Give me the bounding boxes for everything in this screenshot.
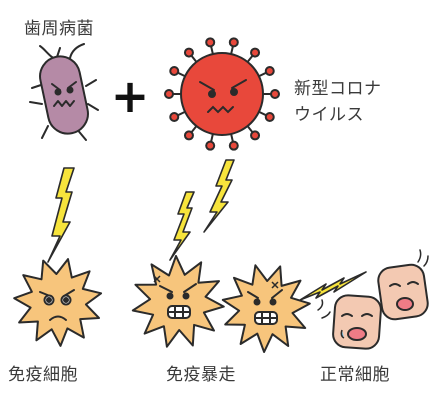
- normal-cell-icon: [377, 250, 430, 321]
- bacteria-icon: [30, 44, 98, 140]
- virus-spike-tip: [206, 38, 214, 46]
- virus-spike-tip: [206, 142, 214, 150]
- virus-spike-tip: [266, 113, 274, 121]
- virus-spike-tip: [170, 67, 178, 75]
- immune-cell-icon: [133, 256, 224, 347]
- immune-cell-icon: [14, 259, 101, 346]
- normal-cell-icon: [318, 294, 382, 349]
- virus-spike-tip: [185, 49, 193, 57]
- virus-spike-tip: [230, 38, 238, 46]
- immune-cell-icon: [223, 265, 310, 352]
- virus-spike-tip: [251, 131, 259, 139]
- lightning-bolt-icon: [48, 160, 366, 300]
- plus-sign: +: [111, 69, 150, 123]
- virus-spike-tip: [266, 67, 274, 75]
- virus-spike-tip: [251, 49, 259, 57]
- virus-spike-tip: [271, 90, 279, 98]
- virus-spike-tip: [185, 131, 193, 139]
- virus-icon: [165, 38, 279, 149]
- virus-spike-tip: [170, 113, 178, 121]
- virus-spike-tip: [230, 142, 238, 150]
- virus-spike-tip: [165, 90, 173, 98]
